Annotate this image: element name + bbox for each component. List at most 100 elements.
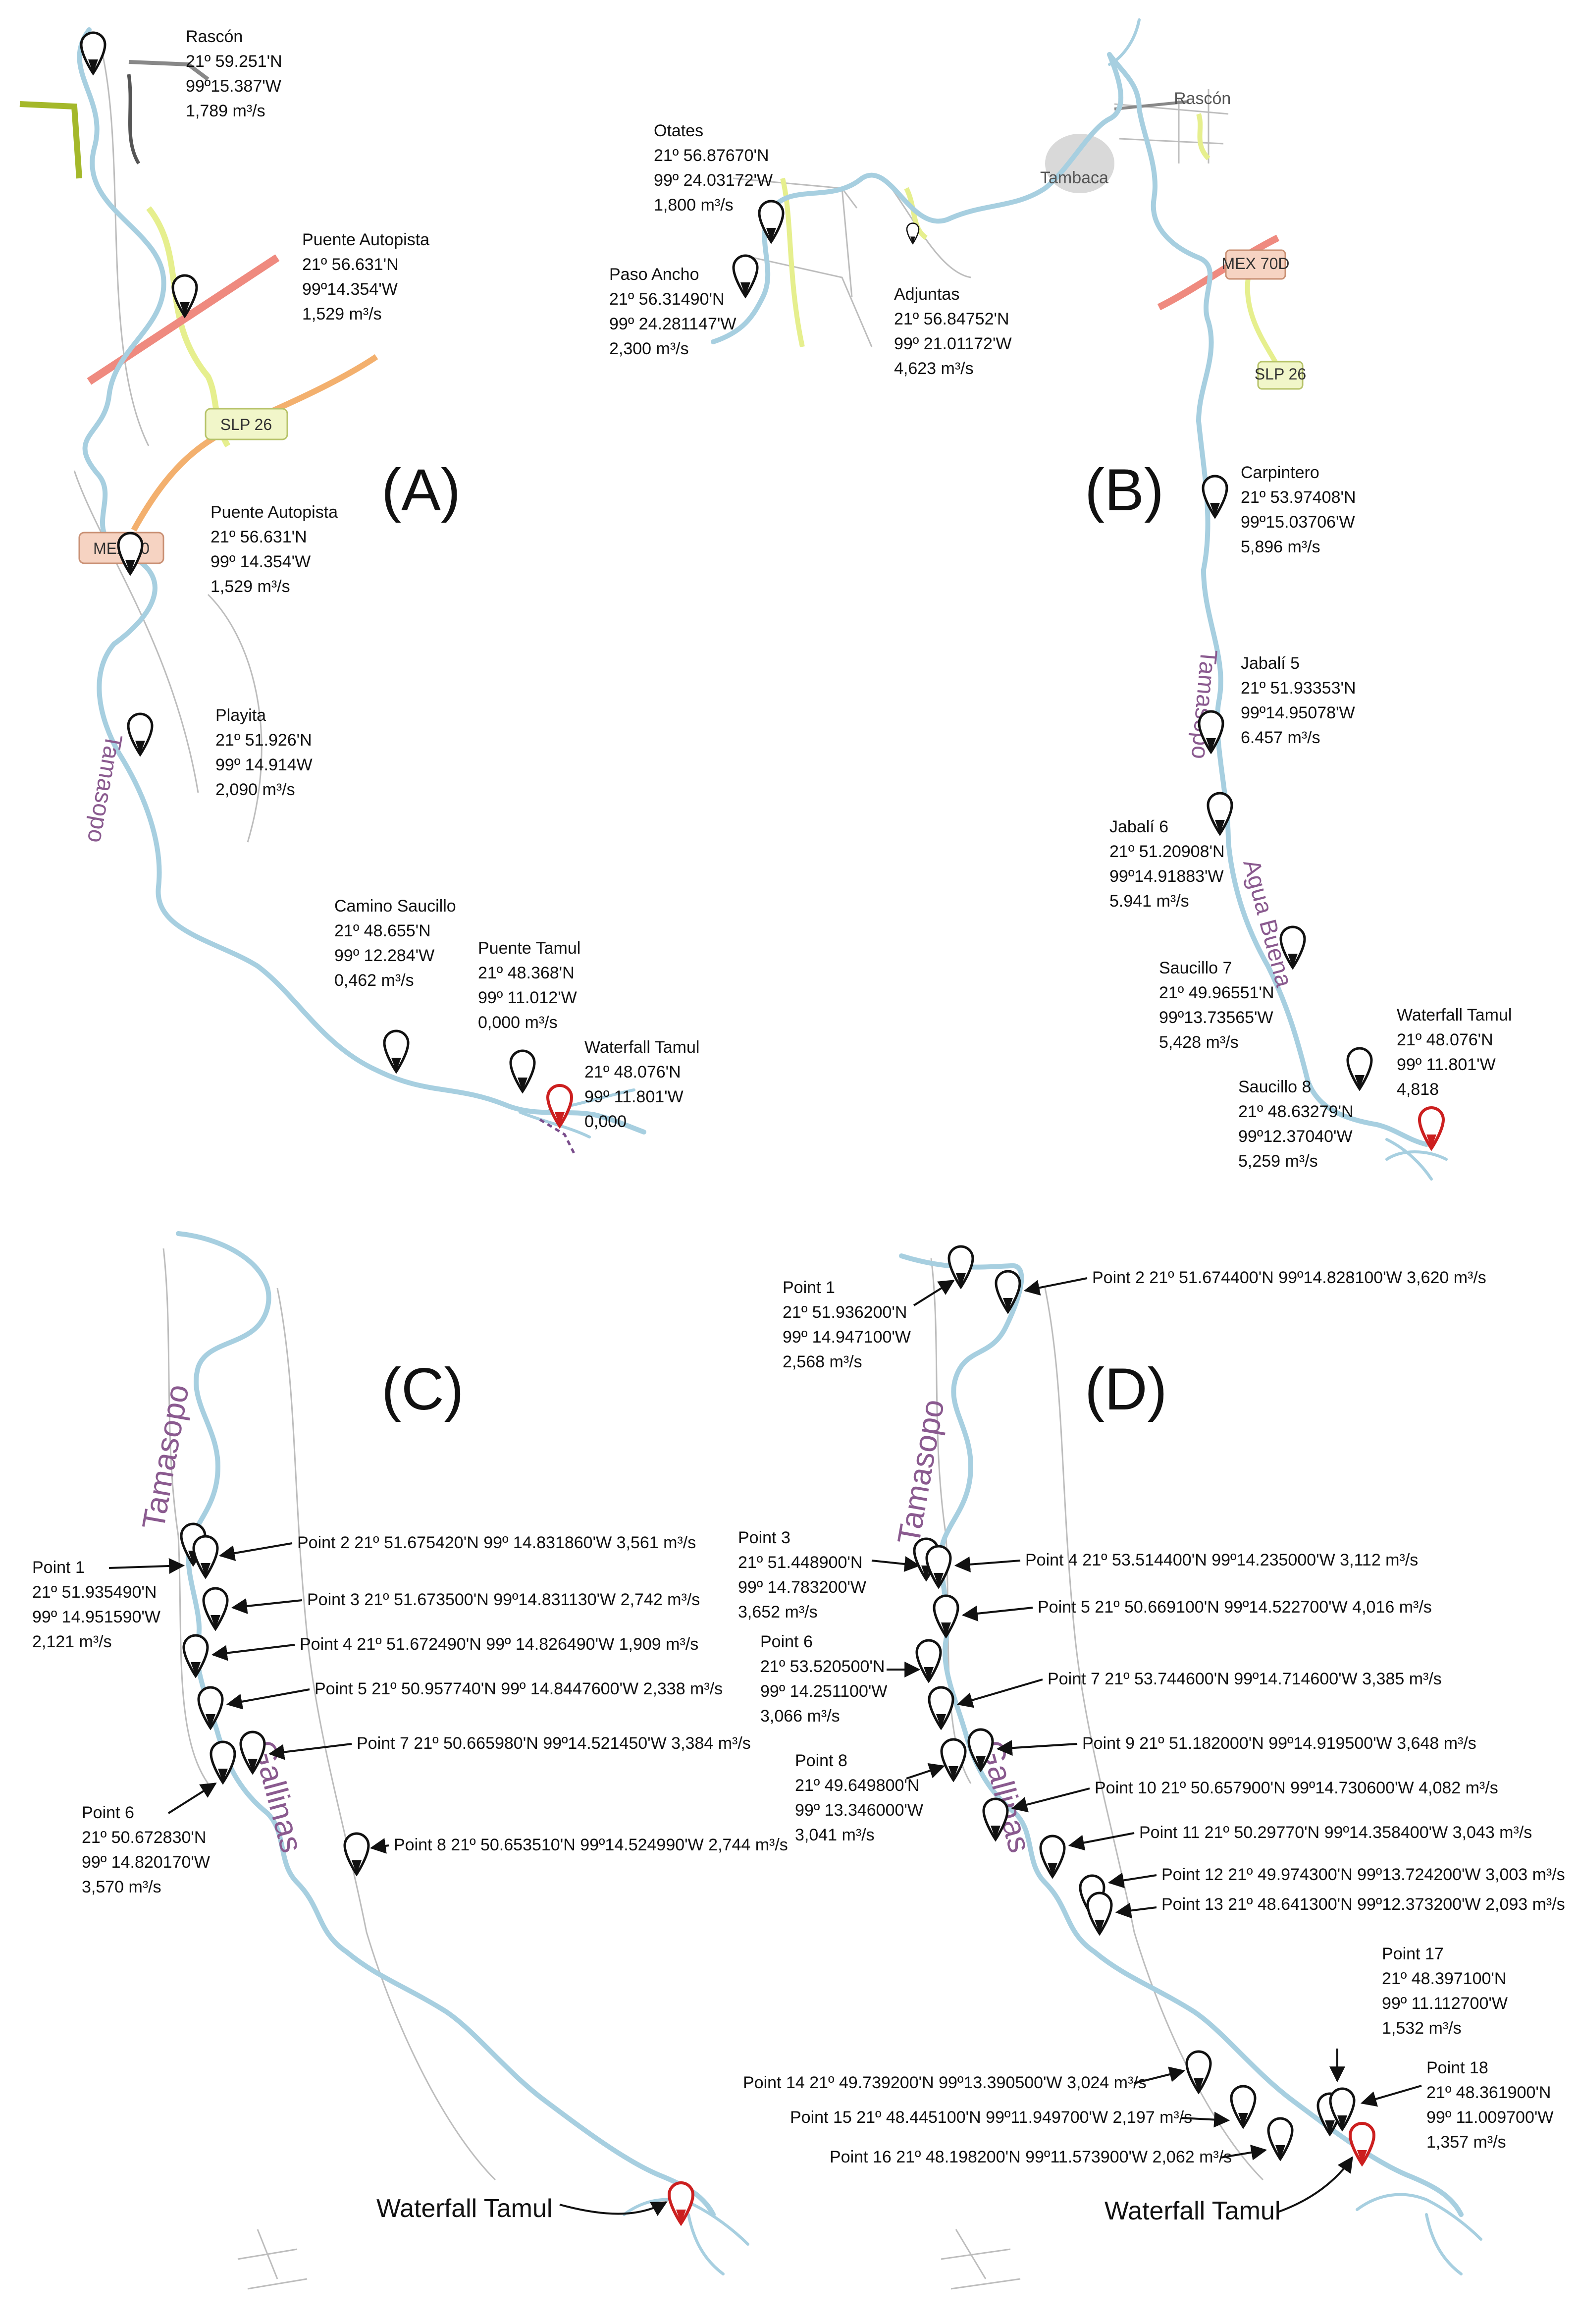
site-label-line: Saucillo 8 xyxy=(1238,1078,1311,1096)
slp26-badge-b xyxy=(1257,361,1304,390)
site-label-line: 1,529 m³/s xyxy=(302,305,382,324)
site-label-line: 21º 51.20908'N xyxy=(1109,842,1225,861)
site-label-line: 21º 56.631'N xyxy=(210,528,307,546)
pin-c-4[interactable] xyxy=(184,1635,208,1676)
site-label-line: 21º 51.93353'N xyxy=(1241,679,1356,698)
site-label-line: 21º 56.87670'N xyxy=(654,146,769,165)
panel-a-letter: (A) xyxy=(381,457,461,523)
pin-c-2[interactable] xyxy=(194,1536,217,1577)
site-label-line: 99º 14.783200'W xyxy=(738,1578,866,1597)
panel-d-letter: (D) xyxy=(1085,1356,1167,1422)
pin-d-7[interactable] xyxy=(929,1687,953,1728)
site-label-d-point14: Point 14 21º 49.739200'N 99º13.390500'W … xyxy=(743,2073,1147,2092)
site-label-line: 1,789 m³/s xyxy=(186,102,265,120)
site-label-line: 21º 51.935490'N xyxy=(32,1583,157,1602)
site-label-line: 21º 56.84752'N xyxy=(894,310,1009,328)
site-label-line: 21º 48.076'N xyxy=(584,1063,681,1081)
pin-d-6[interactable] xyxy=(917,1640,941,1681)
pin-c-3[interactable] xyxy=(204,1588,227,1629)
site-label-c-point4: Point 4 21º 51.672490'N 99º 14.826490'W … xyxy=(300,1635,698,1654)
site-label-line: 3,652 m³/s xyxy=(738,1603,818,1621)
pin-c-5[interactable] xyxy=(199,1687,222,1728)
pin-a3[interactable] xyxy=(118,533,142,574)
pin-waterfall-a[interactable] xyxy=(548,1085,572,1126)
site-label-line: 21º 53.520500'N xyxy=(760,1657,885,1676)
site-label-line: 99º 11.009700'W xyxy=(1426,2108,1553,2127)
pin-a5[interactable] xyxy=(384,1031,408,1072)
site-label-line: Puente Tamul xyxy=(478,939,580,958)
site-label-line: 99º14.95078'W xyxy=(1241,703,1355,722)
pin-d-14[interactable] xyxy=(1187,2052,1210,2092)
site-label-c-point3: Point 3 21º 51.673500'N 99º14.831130'W 2… xyxy=(307,1590,700,1609)
site-label-line: 99º 11.801'W xyxy=(584,1087,684,1106)
site-label-line: Point 8 xyxy=(795,1751,847,1770)
river-label-c-1: Tamasopo xyxy=(135,1382,196,1532)
slp26-label: SLP 26 xyxy=(220,416,272,433)
site-label-line: 21º 51.448900'N xyxy=(738,1553,862,1572)
pin-d-16[interactable] xyxy=(1268,2118,1292,2159)
site-label-d-point15: Point 15 21º 48.445100'N 99º11.949700'W … xyxy=(790,2108,1192,2127)
site-label-c-point5: Point 5 21º 50.957740'N 99º 14.8447600'W… xyxy=(315,1679,723,1698)
site-label-d-point12: Point 12 21º 49.974300'N 99º13.724200'W … xyxy=(1161,1865,1565,1884)
site-label-d-point13: Point 13 21º 48.641300'N 99º12.373200'W … xyxy=(1161,1895,1565,1914)
site-label-line: 3,066 m³/s xyxy=(760,1707,840,1726)
slp26-badge xyxy=(205,408,288,440)
site-label-line: 5,259 m³/s xyxy=(1238,1152,1318,1171)
site-label-line: Waterfall Tamul xyxy=(584,1038,699,1057)
site-label-line: Saucillo 7 xyxy=(1159,959,1232,977)
waterfall-label-d: Waterfall Tamul xyxy=(1105,2197,1280,2225)
pin-a4[interactable] xyxy=(128,714,152,755)
site-label-d-point9: Point 9 21º 51.182000'N 99º14.919500'W 3… xyxy=(1082,1734,1476,1753)
site-label-line: 99º13.73565'W xyxy=(1159,1008,1273,1027)
site-label-line: Point 18 xyxy=(1426,2058,1488,2077)
site-label-line: 99º12.37040'W xyxy=(1238,1127,1353,1146)
river-label-d-1: Tamasopo xyxy=(891,1397,951,1547)
pin-c-6[interactable] xyxy=(211,1742,235,1783)
pin-c-8[interactable] xyxy=(345,1834,368,1874)
slp26-label-b: SLP 26 xyxy=(1255,365,1306,383)
town-tambaca: Tambaca xyxy=(1040,168,1108,187)
pin-a1[interactable] xyxy=(81,33,105,73)
site-label-line: Puente Autopista xyxy=(302,230,429,249)
panel-c-letter: (C) xyxy=(381,1356,464,1422)
pin-d-8[interactable] xyxy=(942,1739,965,1780)
site-label-line: Waterfall Tamul xyxy=(1397,1006,1512,1025)
pin-d-11[interactable] xyxy=(1041,1836,1064,1877)
site-label-line: 21º 48.361900'N xyxy=(1426,2083,1551,2102)
site-label-line: 99º 11.801'W xyxy=(1397,1055,1496,1074)
pin-d-13[interactable] xyxy=(1088,1893,1111,1934)
site-label-line: 21º 56.31490'N xyxy=(609,290,725,309)
site-label-line: 99º 12.284'W xyxy=(334,946,434,965)
pin-d-5[interactable] xyxy=(934,1596,958,1636)
site-label-line: 99º 14.951590'W xyxy=(32,1608,160,1626)
site-label-line: 4,623 m³/s xyxy=(894,359,974,378)
mex70d-badge xyxy=(1225,249,1286,280)
pin-b-saucillo8[interactable] xyxy=(1348,1048,1371,1089)
site-label-line: 1,800 m³/s xyxy=(654,196,734,215)
site-label-line: 99º 14.914W xyxy=(215,756,313,774)
town-rascon: Rascón xyxy=(1174,89,1231,108)
site-label-line: 99º 13.346000'W xyxy=(795,1801,923,1820)
site-label-line: Point 6 xyxy=(760,1632,813,1651)
site-label-line: 2,121 m³/s xyxy=(32,1632,112,1651)
panel-b-letter: (B) xyxy=(1085,457,1164,523)
site-label-line: 99º15.03706'W xyxy=(1241,513,1355,532)
pin-a6[interactable] xyxy=(511,1051,534,1091)
pin-d-15[interactable] xyxy=(1231,2086,1255,2127)
pin-b-adjuntas[interactable] xyxy=(906,222,920,245)
pin-b-paso-ancho[interactable] xyxy=(734,256,757,296)
site-label-line: 99º 11.012'W xyxy=(478,988,577,1007)
